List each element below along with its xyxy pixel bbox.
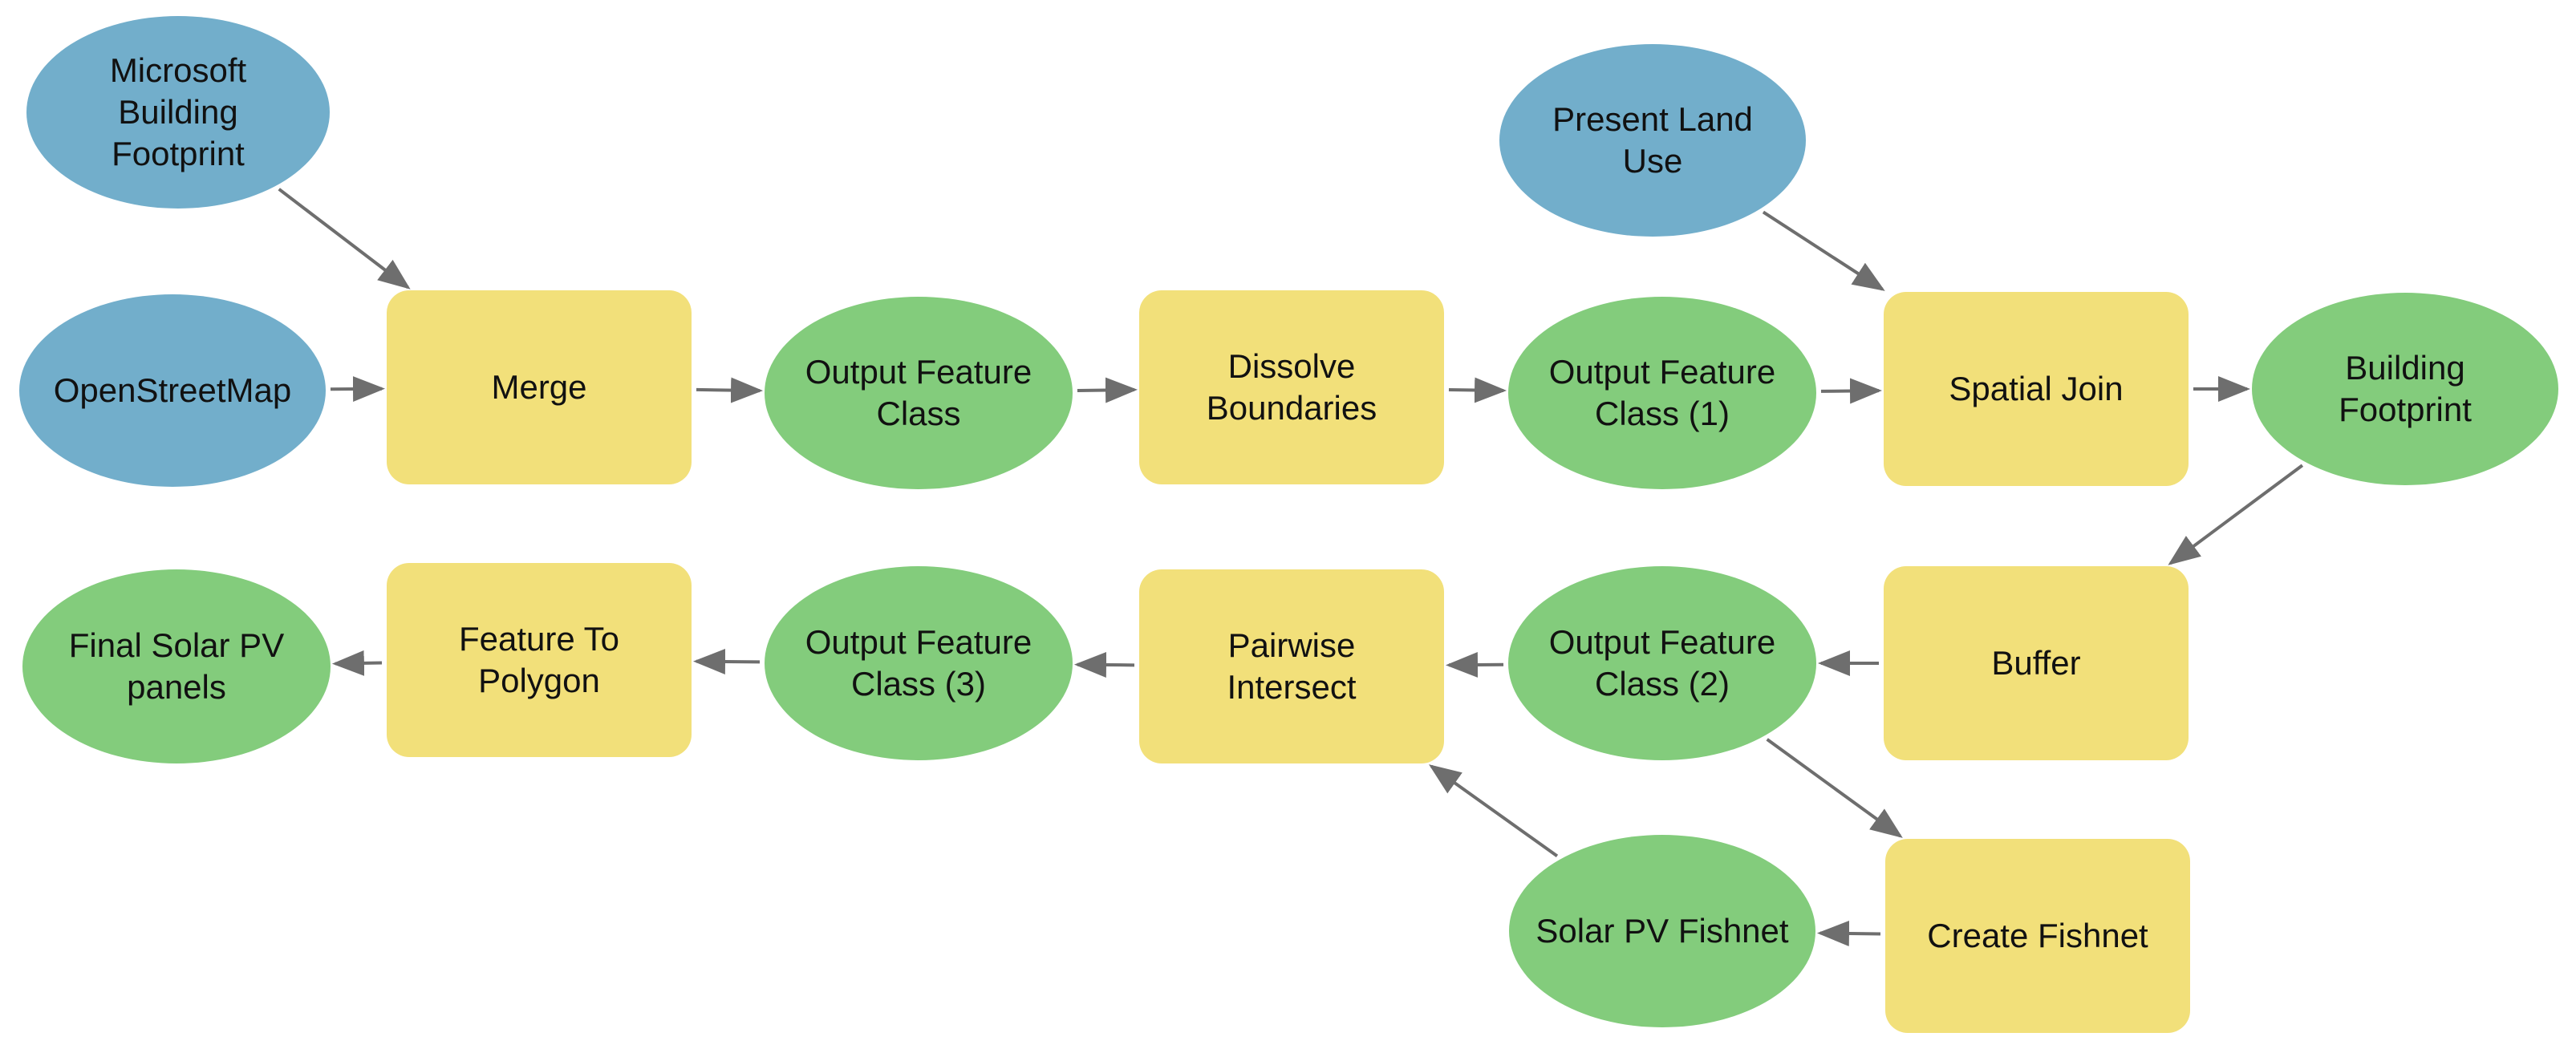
connector-dissolve-boundaries-to-output-feature-class-1: [1448, 377, 1507, 403]
output-feature-class-1[interactable]: Output Feature Class (1): [1508, 297, 1816, 489]
output-feature-class[interactable]: Output Feature Class: [765, 297, 1073, 489]
connector-pairwise-intersect-to-output-feature-class-3: [1073, 652, 1135, 678]
connector-output-feature-class-to-dissolve-boundaries: [1077, 377, 1138, 403]
connector-feature-to-polygon-to-final-solar-pv-panels: [331, 650, 383, 676]
tool-spatial-join[interactable]: Spatial Join: [1884, 292, 2189, 486]
connector-solar-pv-fishnet-to-pairwise-intersect: [1429, 764, 1559, 858]
connector-openstreetmap-to-merge: [330, 376, 386, 403]
output-solar-pv-fishnet[interactable]: Solar PV Fishnet: [1509, 835, 1815, 1027]
tool-dissolve-boundaries[interactable]: Dissolve Boundaries: [1139, 290, 1444, 484]
input-openstreetmap[interactable]: OpenStreetMap: [19, 294, 326, 487]
output-feature-class-2[interactable]: Output Feature Class (2): [1508, 566, 1816, 760]
connector-microsoft-building-footprint-to-merge: [278, 188, 411, 290]
input-microsoft-building-footprint[interactable]: Microsoft Building Footprint: [26, 16, 330, 209]
connector-present-land-use-to-spatial-join: [1762, 210, 1885, 291]
connector-output-feature-class-2-to-pairwise-intersect: [1445, 651, 1504, 678]
tool-merge[interactable]: Merge: [387, 290, 692, 484]
output-feature-class-3[interactable]: Output Feature Class (3): [765, 566, 1073, 760]
output-final-solar-pv-panels[interactable]: Final Solar PV panels: [22, 569, 331, 763]
tool-buffer[interactable]: Buffer: [1884, 566, 2189, 760]
tool-pairwise-intersect[interactable]: Pairwise Intersect: [1139, 569, 1444, 763]
connector-merge-to-output-feature-class: [696, 377, 764, 403]
input-present-land-use[interactable]: Present Land Use: [1499, 44, 1806, 237]
output-building-footprint[interactable]: Building Footprint: [2252, 293, 2558, 485]
tool-create-fishnet[interactable]: Create Fishnet: [1885, 839, 2190, 1033]
tool-feature-to-polygon[interactable]: Feature To Polygon: [387, 563, 692, 757]
connector-building-footprint-to-buffer: [2168, 464, 2304, 565]
connector-output-feature-class-2-to-create-fishnet: [1766, 738, 1903, 838]
